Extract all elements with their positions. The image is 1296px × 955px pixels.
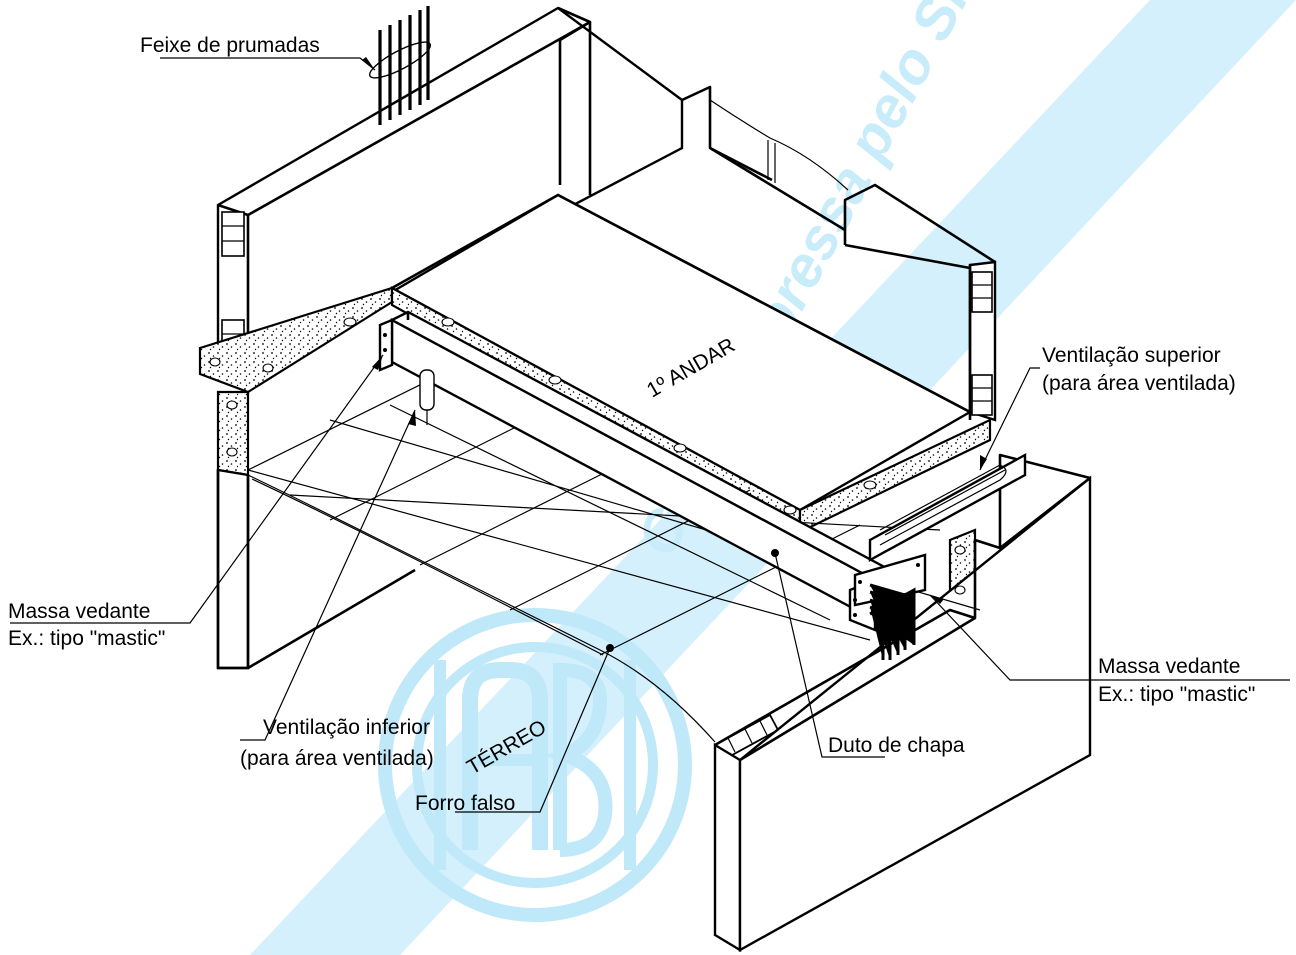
label-ventilacao-superior-sub: (para área ventilada)	[1042, 372, 1236, 395]
building-structure	[198, 6, 1092, 953]
label-ventilacao-superior: Ventilação superior	[1042, 344, 1221, 367]
abnt-logo-icon	[378, 608, 692, 922]
label-massa-vedante-left: Massa vedante	[8, 600, 150, 623]
label-ventilacao-inferior-sub: (para área ventilada)	[240, 747, 434, 770]
pipe-bundle-icon	[368, 6, 432, 125]
label-massa-vedante-left-sub: Ex.: tipo "mastic"	[8, 627, 165, 650]
label-duto-de-chapa: Duto de chapa	[828, 734, 965, 757]
label-forro-falso: Forro falso	[415, 792, 515, 815]
sealant-flange	[848, 553, 927, 660]
label-massa-vedante-right-sub: Ex.: tipo "mastic"	[1098, 683, 1255, 706]
aggregate-marks	[209, 317, 966, 595]
label-ventilacao-inferior: Ventilação inferior	[263, 716, 430, 739]
label-feixe-de-prumadas: Feixe de prumadas	[140, 34, 320, 57]
ground-floor-walls	[216, 453, 1092, 953]
label-massa-vedante-right: Massa vedante	[1098, 655, 1240, 678]
leader-lines	[10, 57, 1290, 813]
upper-vent-pipe	[868, 452, 1027, 563]
